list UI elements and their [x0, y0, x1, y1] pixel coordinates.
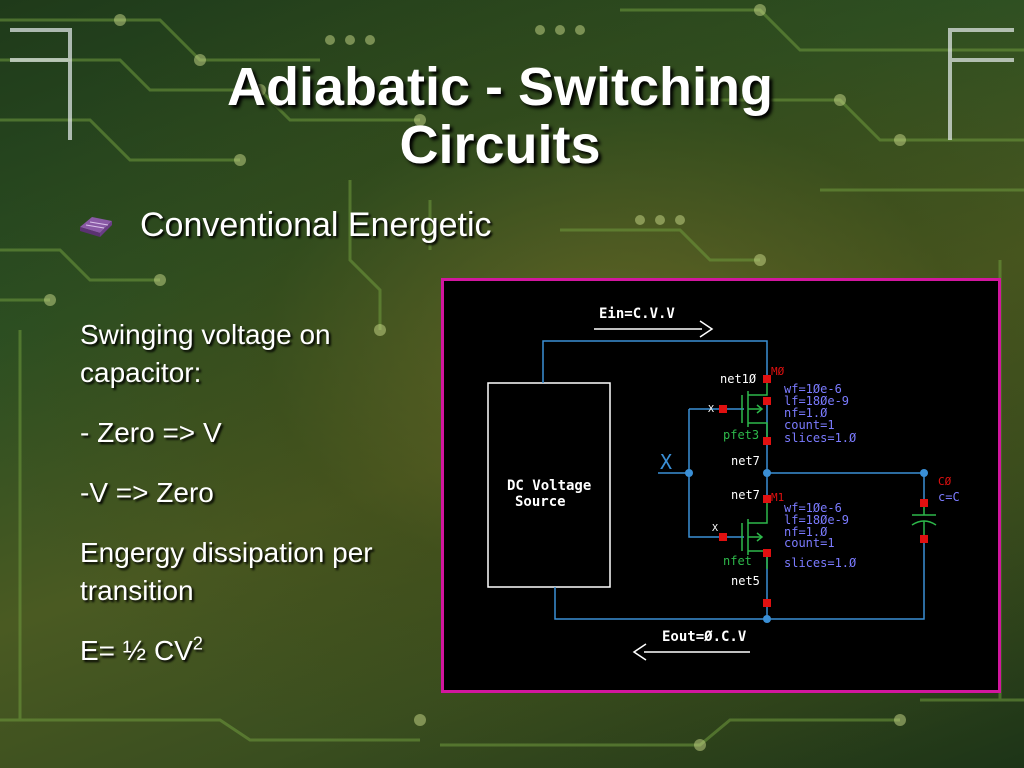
m0-param-2: lf=18Øe-9	[784, 394, 849, 408]
eout-label: Eout=Ø.C.V	[662, 629, 747, 645]
bullet-chip-icon	[80, 216, 112, 237]
pin-markers	[719, 375, 928, 607]
input-x-label: X	[660, 450, 672, 474]
c0-name: CØ	[938, 475, 952, 488]
energy-exponent: 2	[192, 633, 203, 654]
m0-name: MØ	[771, 365, 785, 378]
m1-slices: slices=1.Ø	[784, 556, 857, 570]
body-text: Swinging voltage on capacitor: - Zero =>…	[80, 316, 430, 692]
title-line-1: Adiabatic - Switching	[226, 57, 774, 117]
m1-param-3: nf=1.Ø	[784, 525, 828, 539]
circuit-schematic-panel: Ein=C.V.V DC Voltage Source	[441, 278, 1001, 693]
body-para-2: - Zero => V	[80, 417, 222, 448]
m0-param-5: slices=1.Ø	[784, 431, 857, 445]
pfet-m0	[741, 379, 768, 441]
pfet-gate-label: X	[708, 404, 714, 415]
capacitor-c0	[911, 503, 937, 539]
m1-name: M1	[771, 491, 784, 504]
nfet-label: nfet	[723, 554, 752, 568]
m0-param-4: count=1	[784, 418, 835, 432]
net7-mid-label: net7	[731, 488, 760, 502]
nfet-gate-label: X	[712, 523, 718, 534]
bullet-row: Conventional Energetic	[78, 206, 492, 245]
bullet-text: Conventional Energetic	[140, 206, 492, 244]
ein-label: Ein=C.V.V	[599, 306, 675, 322]
net5-label: net5	[731, 574, 760, 588]
source-label-2: Source	[515, 494, 566, 510]
m1-param-4: count=1	[784, 536, 835, 550]
net7-top-label: net7	[731, 454, 760, 468]
m0-param-1: wf=1Øe-6	[784, 382, 842, 396]
net10-label: net1Ø	[720, 372, 757, 386]
body-para-4: Engergy dissipation per transition	[80, 537, 373, 606]
eout-arrow	[632, 643, 750, 661]
c0-value: c=C	[938, 490, 960, 504]
body-para-5: E= ½ CV2	[80, 632, 430, 670]
dc-voltage-source	[487, 382, 611, 588]
m0-param-3: nf=1.Ø	[784, 406, 828, 420]
body-para-1: Swinging voltage on capacitor:	[80, 319, 331, 388]
m1-param-2: lf=18Øe-9	[784, 513, 849, 527]
energy-formula: E= ½ CV	[80, 635, 193, 666]
m1-param-1: wf=1Øe-6	[784, 501, 842, 515]
junction-dots	[685, 469, 928, 623]
source-label-1: DC Voltage	[507, 478, 591, 494]
ein-arrow	[594, 320, 714, 338]
title-line-2: Circuits	[399, 115, 601, 175]
slide-title: Adiabatic - Switching Circuits	[100, 58, 900, 174]
body-para-3: -V => Zero	[80, 477, 214, 508]
circuit-schematic: Ein=C.V.V DC Voltage Source	[487, 306, 960, 661]
pfet-label: pfet3	[723, 428, 759, 442]
